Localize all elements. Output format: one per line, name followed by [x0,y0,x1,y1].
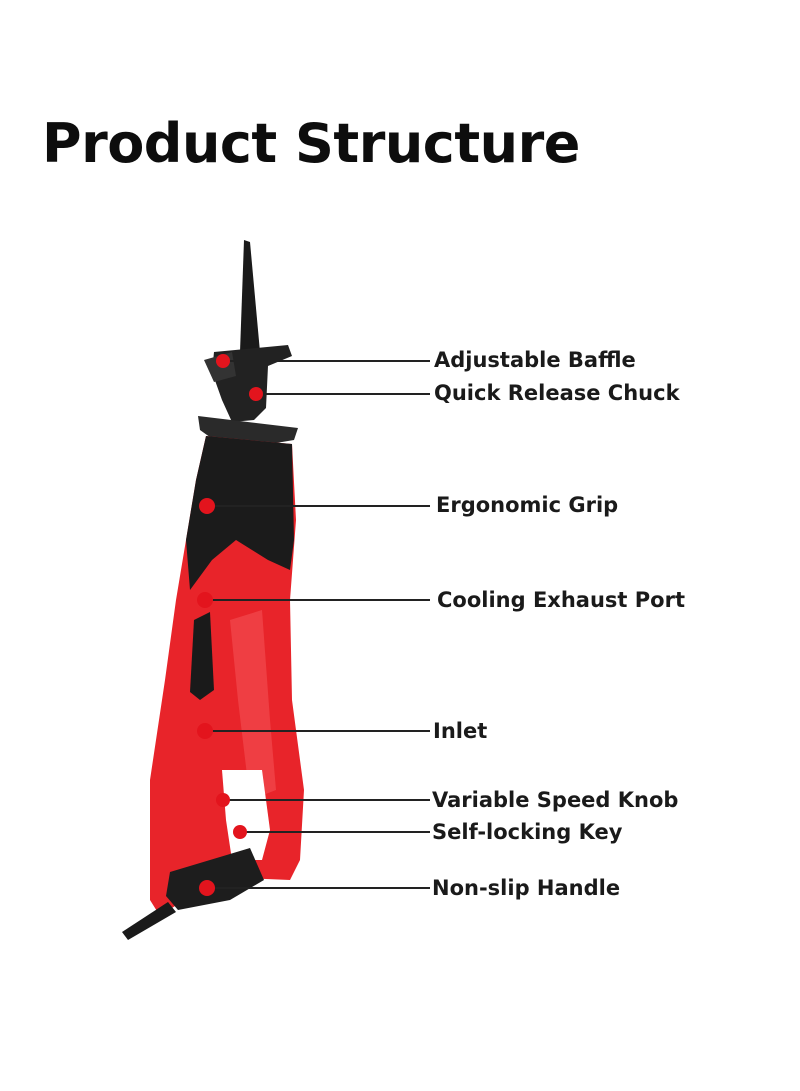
saw-grip [186,436,294,590]
markers [197,354,263,896]
saw-speed-panel [190,612,214,700]
callout-cooling-exhaust-port: Cooling Exhaust Port [437,588,685,612]
saw-handle-grip [166,848,264,910]
marker-dot [199,498,215,514]
callout-quick-release-chuck: Quick Release Chuck [434,381,680,405]
saw-body-highlight [230,610,276,800]
marker-dot [249,387,263,401]
saw-cord [122,902,176,940]
callout-inlet: Inlet [433,719,488,743]
marker-dot [199,880,215,896]
leader-lines [205,360,430,889]
saw-nose [198,416,298,444]
callout-non-slip-handle: Non-slip Handle [432,876,621,900]
saw-handle-opening [222,770,270,860]
marker-dot [233,825,247,839]
reciprocating-saw-illustration [122,240,304,940]
page-title: Product Structure [42,112,580,175]
callout-self-locking-key: Self-locking Key [432,820,623,844]
callout-variable-speed-knob: Variable Speed Knob [432,788,679,812]
marker-dot [216,793,230,807]
marker-dot [216,354,230,368]
callout-ergonomic-grip: Ergonomic Grip [436,493,619,517]
marker-dot [197,592,213,608]
marker-dot [197,723,213,739]
callout-adjustable-baffle: Adjustable Baffle [434,348,636,372]
saw-blade [240,240,260,352]
